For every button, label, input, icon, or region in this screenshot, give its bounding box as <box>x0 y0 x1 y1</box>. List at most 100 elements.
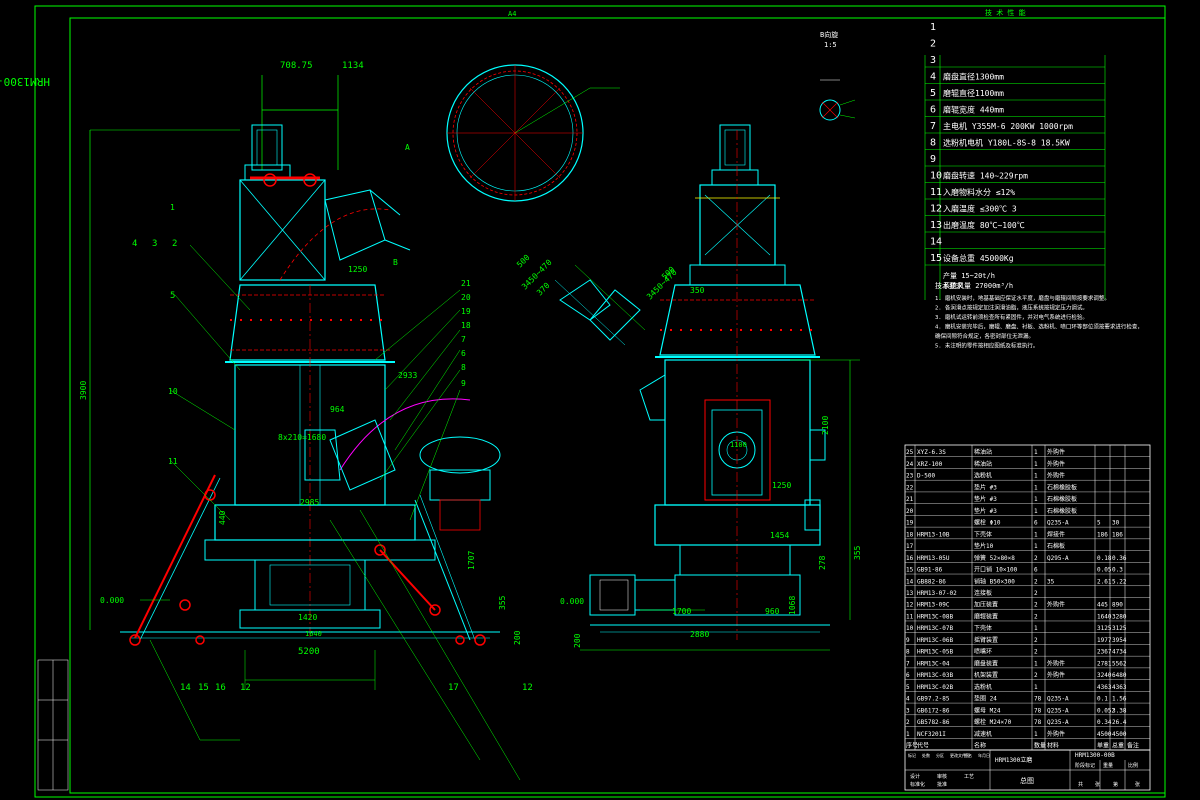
dim-1640: 1640 <box>305 630 322 638</box>
bom-cell: 螺栓 M24×70 <box>974 718 1012 726</box>
callout-16: 16 <box>215 683 226 693</box>
bom-cell: 选粉机 <box>974 683 992 691</box>
tech-row-no: 11 <box>930 187 942 198</box>
tb-rev-label: 年月日 <box>978 752 990 758</box>
tech-row-no: 4 <box>930 72 936 83</box>
bom-cell: 1977 <box>1097 637 1112 644</box>
callout-18: 18 <box>461 321 471 330</box>
dim-r-2880: 2880 <box>690 630 709 639</box>
bom-cell: 螺栓 Φ10 <box>974 519 1001 527</box>
note-line: 4. 磨机安装完毕后，磨辊、磨盘、衬板、选粉机、喷口环等部位须按要求进行检查， <box>935 323 1143 331</box>
dim-r-zero: 0.000 <box>560 597 584 606</box>
bom-cell: 1 <box>1034 508 1038 515</box>
bom-cell: 5 <box>1097 520 1101 527</box>
dim-r-500a: 500 <box>515 253 532 270</box>
tech-row-no: 14 <box>930 237 942 248</box>
tech-row-no: 2 <box>930 39 936 50</box>
top-label: A4 <box>508 10 516 18</box>
bom-cell: Q235-A <box>1047 696 1069 703</box>
bom-cell: 外购件 <box>1047 460 1065 468</box>
dim-355: 355 <box>498 595 507 610</box>
bom-cell: 1 <box>1034 625 1038 632</box>
tech-row-text: 出磨温度 80℃~100℃ <box>943 220 1025 230</box>
bom-cell: HRM13C-05B <box>917 649 954 656</box>
bom-cell: 5.22 <box>1112 578 1127 585</box>
bom-cell: 20 <box>906 508 914 515</box>
bom-cell: 加压装置 <box>974 601 998 609</box>
callout-17: 17 <box>448 683 459 693</box>
dim-1707: 1707 <box>467 551 476 570</box>
bom-cell: 石棉橡胶板 <box>1047 483 1077 491</box>
dim-top-1: 708.75 <box>280 61 313 71</box>
bom-cell: 10 <box>906 625 914 632</box>
note-line: 确保间隙符合规定，各密封部位无泄漏。 <box>935 332 1034 340</box>
bom-cell: 6 <box>906 672 910 679</box>
bom-cell: 78 <box>1034 696 1042 703</box>
bom-header-cell: 序号 <box>906 742 918 750</box>
dim-height: 3900 <box>79 381 88 400</box>
tech-extra: 产量 15~20t/h <box>943 271 995 280</box>
bom-header-cell: 代号 <box>917 742 929 750</box>
bom-cell: HRM13C-07B <box>917 625 954 632</box>
bom-cell: 稀油站 <box>974 448 992 456</box>
bom-cell: GB6172-86 <box>917 707 950 714</box>
bom-cell: 30 <box>1112 520 1120 527</box>
callout-12b: 12 <box>522 683 533 693</box>
callout-11: 11 <box>168 457 178 466</box>
tech-row-no: 12 <box>930 204 942 215</box>
notes-title: 技术要求 <box>935 281 963 290</box>
bom-cell: 21 <box>906 496 914 503</box>
bom-cell: 4363 <box>1112 684 1127 691</box>
callout-20: 20 <box>461 293 471 302</box>
scale-value: 1:5 <box>824 41 837 49</box>
bom-cell: 3125 <box>1112 625 1127 632</box>
bom-cell: 1 <box>1034 496 1038 503</box>
tech-row-no: 1 <box>930 22 936 33</box>
bom-cell: 6 <box>1034 520 1038 527</box>
bom-cell: 9 <box>906 637 910 644</box>
dim-200: 200 <box>513 630 522 645</box>
bom-cell: 1 <box>1034 731 1038 738</box>
dim-2933: 2933 <box>398 371 417 380</box>
bom-cell: 8 <box>906 649 910 656</box>
bom-cell: 5562 <box>1112 660 1127 667</box>
bom-cell: D-500 <box>917 473 935 480</box>
bom-cell: 2367 <box>1097 649 1112 656</box>
bom-cell: HRM13C-02B <box>917 684 954 691</box>
bom-cell: 开口销 10×100 <box>974 566 1018 574</box>
tb-rev-label: 签名 <box>964 752 972 758</box>
bom-cell: 外购件 <box>1047 659 1065 667</box>
bom-cell: 6 <box>1034 567 1038 574</box>
bom-cell: 1 <box>1034 660 1038 667</box>
tech-row-no: 9 <box>930 154 936 165</box>
note-line: 5. 未注明的零件按相应图纸及标准执行。 <box>935 342 1038 350</box>
bom-cell: 15 <box>906 567 914 574</box>
bom-cell: 78 <box>1034 719 1042 726</box>
dim-1420: 1420 <box>298 613 317 622</box>
bom-cell: 0.3 <box>1112 567 1123 574</box>
bom-cell: HRM13C-03B <box>917 672 954 679</box>
bom-cell: XYZ-6.3S <box>917 449 946 456</box>
tech-row-text: 选粉机电机 Y180L-8S-8 18.5KW <box>943 138 1070 148</box>
bom-cell: 3954 <box>1112 637 1127 644</box>
bom-cell: 4 <box>906 696 910 703</box>
bom-cell: 石棉橡胶板 <box>1047 507 1077 515</box>
tech-row-text: 磨盘转速 140~229rpm <box>943 171 1028 181</box>
bom-cell: 24 <box>906 461 914 468</box>
tech-row-no: 15 <box>930 253 942 264</box>
callout-3: 3 <box>152 239 157 249</box>
bom-cell: HRM13-07-02 <box>917 590 957 597</box>
bom-cell: 186 <box>1112 531 1123 538</box>
tech-row-text: 磨辊宽度 440mm <box>943 105 1004 115</box>
bom-cell: 3125 <box>1097 625 1112 632</box>
callout-5: 5 <box>170 291 175 301</box>
bom-cell: 选粉机 <box>974 472 992 480</box>
bom-cell: 石棉板 <box>1047 542 1065 550</box>
bom-cell: 3240 <box>1097 672 1112 679</box>
bom-cell: NCF3201I <box>917 731 946 738</box>
bom-cell: HRM13-09C <box>917 602 950 609</box>
left-elevation-view: 708.75 1134 3900 <box>79 61 533 781</box>
bom-cell: 14 <box>906 578 914 585</box>
note-line: 2. 各润滑点按规定加注润滑油脂，液压系统按规定压力调试。 <box>935 304 1088 312</box>
bom-cell: GB97.2-85 <box>917 696 950 703</box>
